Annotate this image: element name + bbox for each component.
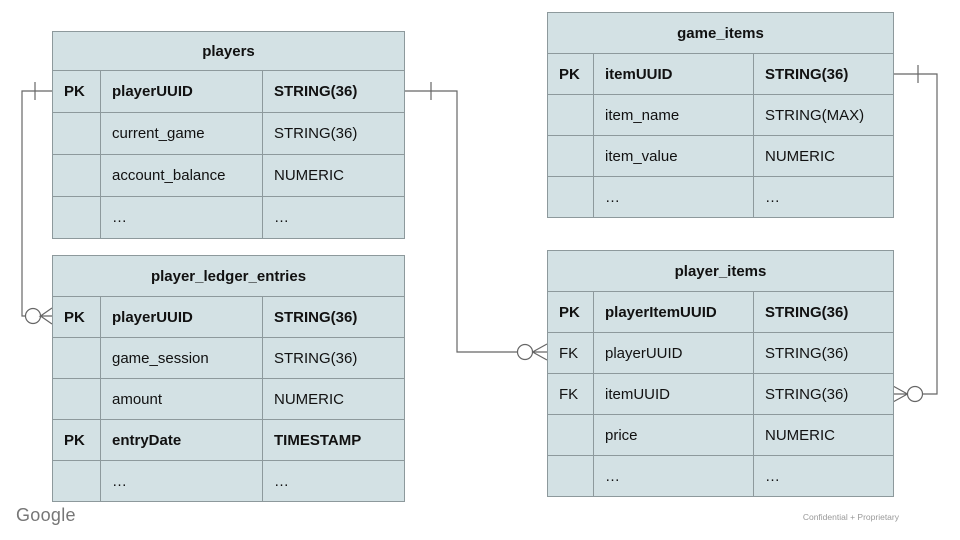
crow-foot-icon [532, 343, 548, 361]
key-cell [547, 455, 594, 497]
column-type-cell: NUMERIC [262, 378, 405, 420]
zero-cardinality-icon [516, 343, 534, 361]
key-cell [52, 378, 101, 420]
table-title: players [52, 31, 405, 71]
column-name-cell: playerUUID [593, 332, 754, 374]
entity-table-player-items: player_items PK playerItemUUID STRING(36… [547, 250, 894, 497]
column-name-cell: game_session [100, 337, 263, 379]
table-row: item_name STRING(MAX) [547, 94, 894, 136]
column-name-cell: price [593, 414, 754, 456]
column-name-cell: … [100, 196, 263, 239]
table-title: game_items [547, 12, 894, 54]
table-row: account_balance NUMERIC [52, 154, 405, 197]
key-cell: PK [547, 53, 594, 95]
relationship-game-items-player-items [892, 65, 938, 403]
column-name-cell: … [593, 176, 754, 218]
table-row: FK playerUUID STRING(36) [547, 332, 894, 374]
key-cell [547, 176, 594, 218]
column-name-cell: amount [100, 378, 263, 420]
relationship-players-player-items [404, 82, 548, 361]
column-type-cell: STRING(36) [262, 70, 405, 113]
key-cell: PK [52, 296, 101, 338]
key-cell [547, 414, 594, 456]
column-type-cell: … [753, 176, 894, 218]
table-row: FK itemUUID STRING(36) [547, 373, 894, 415]
zero-cardinality-icon [906, 385, 924, 403]
entity-table-player-ledger-entries: player_ledger_entries PK playerUUID STRI… [52, 255, 405, 502]
key-cell [52, 460, 101, 502]
key-cell: PK [547, 291, 594, 333]
crow-foot-icon [38, 307, 53, 325]
column-name-cell: item_value [593, 135, 754, 177]
table-row: item_value NUMERIC [547, 135, 894, 177]
column-name-cell: current_game [100, 112, 263, 155]
column-type-cell: STRING(36) [753, 373, 894, 415]
table-row: … … [547, 176, 894, 218]
column-type-cell: NUMERIC [753, 135, 894, 177]
column-type-cell: STRING(MAX) [753, 94, 894, 136]
connector-line [893, 73, 938, 395]
table-row: amount NUMERIC [52, 378, 405, 420]
column-type-cell: TIMESTAMP [262, 419, 405, 461]
column-type-cell: … [262, 460, 405, 502]
table-row: PK entryDate TIMESTAMP [52, 419, 405, 461]
entity-table-game-items: game_items PK itemUUID STRING(36) item_n… [547, 12, 894, 218]
column-type-cell: STRING(36) [753, 291, 894, 333]
column-type-cell: NUMERIC [753, 414, 894, 456]
table-row: PK itemUUID STRING(36) [547, 53, 894, 95]
table-row: PK playerUUID STRING(36) [52, 70, 405, 113]
table-row: … … [547, 455, 894, 497]
relationship-players-player-ledger-entries [21, 82, 53, 325]
table-title: player_ledger_entries [52, 255, 405, 297]
table-row: … … [52, 196, 405, 239]
column-name-cell: … [593, 455, 754, 497]
key-cell: FK [547, 332, 594, 374]
column-name-cell: playerUUID [100, 70, 263, 113]
entity-table-players: players PK playerUUID STRING(36) current… [52, 31, 405, 239]
key-cell [52, 337, 101, 379]
column-name-cell: account_balance [100, 154, 263, 197]
key-cell [547, 135, 594, 177]
google-logo: Google [16, 505, 76, 525]
classification-label: Confidential + Proprietary [802, 512, 899, 522]
key-cell: FK [547, 373, 594, 415]
key-cell: PK [52, 419, 101, 461]
table-row: price NUMERIC [547, 414, 894, 456]
crow-foot-icon [892, 385, 908, 403]
column-type-cell: STRING(36) [753, 332, 894, 374]
column-name-cell: playerUUID [100, 296, 263, 338]
key-cell [52, 112, 101, 155]
column-type-cell: NUMERIC [262, 154, 405, 197]
column-type-cell: STRING(36) [753, 53, 894, 95]
key-cell [52, 154, 101, 197]
column-name-cell: … [100, 460, 263, 502]
table-row: current_game STRING(36) [52, 112, 405, 155]
table-row: game_session STRING(36) [52, 337, 405, 379]
column-type-cell: STRING(36) [262, 337, 405, 379]
column-name-cell: entryDate [100, 419, 263, 461]
column-name-cell: itemUUID [593, 373, 754, 415]
column-type-cell: STRING(36) [262, 112, 405, 155]
table-row: … … [52, 460, 405, 502]
table-row: PK playerItemUUID STRING(36) [547, 291, 894, 333]
column-name-cell: playerItemUUID [593, 291, 754, 333]
table-title: player_items [547, 250, 894, 292]
column-name-cell: item_name [593, 94, 754, 136]
connector-line [21, 90, 52, 317]
column-type-cell: STRING(36) [262, 296, 405, 338]
column-type-cell: … [753, 455, 894, 497]
column-name-cell: itemUUID [593, 53, 754, 95]
table-row: PK playerUUID STRING(36) [52, 296, 405, 338]
column-type-cell: … [262, 196, 405, 239]
connector-line [404, 90, 518, 353]
key-cell [52, 196, 101, 239]
key-cell: PK [52, 70, 101, 113]
zero-cardinality-icon [24, 307, 42, 325]
key-cell [547, 94, 594, 136]
